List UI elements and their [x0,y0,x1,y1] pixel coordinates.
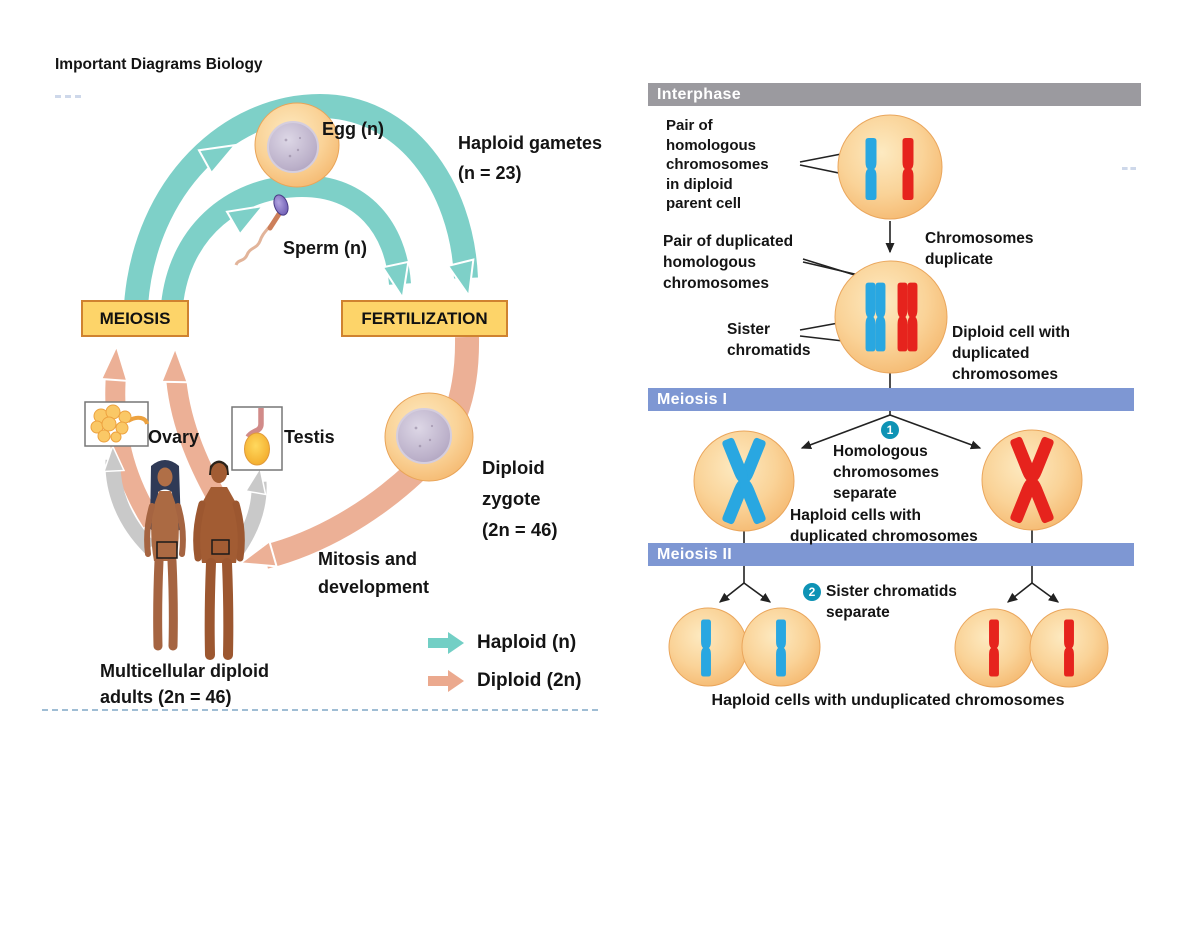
ovary-box [84,401,149,447]
meiosis2-cells [668,607,1109,688]
meiosis1-cell-right [981,429,1083,531]
woman-figure [144,460,186,651]
sperm-cell [234,194,289,266]
dash-artifact-left [55,95,81,98]
haploid-unduplicated-caption: Haploid cells with unduplicated chromoso… [711,692,1065,709]
legend-haploid-label: Haploid (n) [477,632,577,653]
section-divider-dashed [42,709,598,711]
legend-haploid-arrow [428,632,464,654]
ovary-label: Ovary [148,427,200,447]
meiosis1-cell-left [693,430,795,532]
egg-label: Egg (n) [322,119,384,139]
step1-badge: 1 [881,421,899,439]
egg-cell [254,102,340,188]
legend-diploid-arrow [428,670,464,692]
haploid-arc-outer [124,93,483,306]
man-figure [193,460,245,660]
diploid-cell-label: Diploid cell with duplicated chromosomes [952,324,1070,383]
sister-chromatids-label: Sister chromatids [727,321,811,359]
testis-box [231,406,283,471]
testis-label: Testis [284,427,335,447]
pair-duplicated-label: Pair of duplicated homologous chromosome… [663,233,794,292]
homologous-separate-label: Homologous chromosomes separate [833,443,939,502]
meiosis2-header: Meiosis II [648,543,1134,566]
dash-artifact-right [1122,167,1136,170]
diploid-arc-left-ovary [100,344,161,528]
sister-separate-label: Sister chromatids separate [826,583,957,621]
sperm-label: Sperm (n) [283,238,368,258]
chromosomes-duplicate-label: Chromosomes duplicate [925,230,1034,268]
legend-diploid-label: Diploid (2n) [477,670,582,691]
meiosis1-header: Meiosis I [648,388,1134,411]
mitosis-label: Mitosis and development [318,549,430,597]
meiosis-box: MEIOSIS [81,300,189,337]
gray-arrow-to-ovary [101,444,156,554]
haploid-gametes-label: Haploid gametes (n = 23) [458,133,603,183]
interphase-header: Interphase [648,83,1141,106]
step2-badge: 2 [803,583,821,601]
parent-cell [837,114,943,220]
page-title: Important Diagrams Biology [55,56,263,73]
haploid-duplicated-label: Haploid cells with duplicated chromosome… [790,507,978,545]
zygote-cell [384,392,474,482]
adults-label: Multicellular diploid adults (2n = 46) [100,661,270,707]
zygote-label: Diploid zygote (2n = 46) [482,457,558,540]
fertilization-box: FERTILIZATION [341,300,508,337]
pair-homologous-label: Pair of homologous chromosomes in diploi… [666,117,769,212]
duplicated-cell [834,260,948,374]
